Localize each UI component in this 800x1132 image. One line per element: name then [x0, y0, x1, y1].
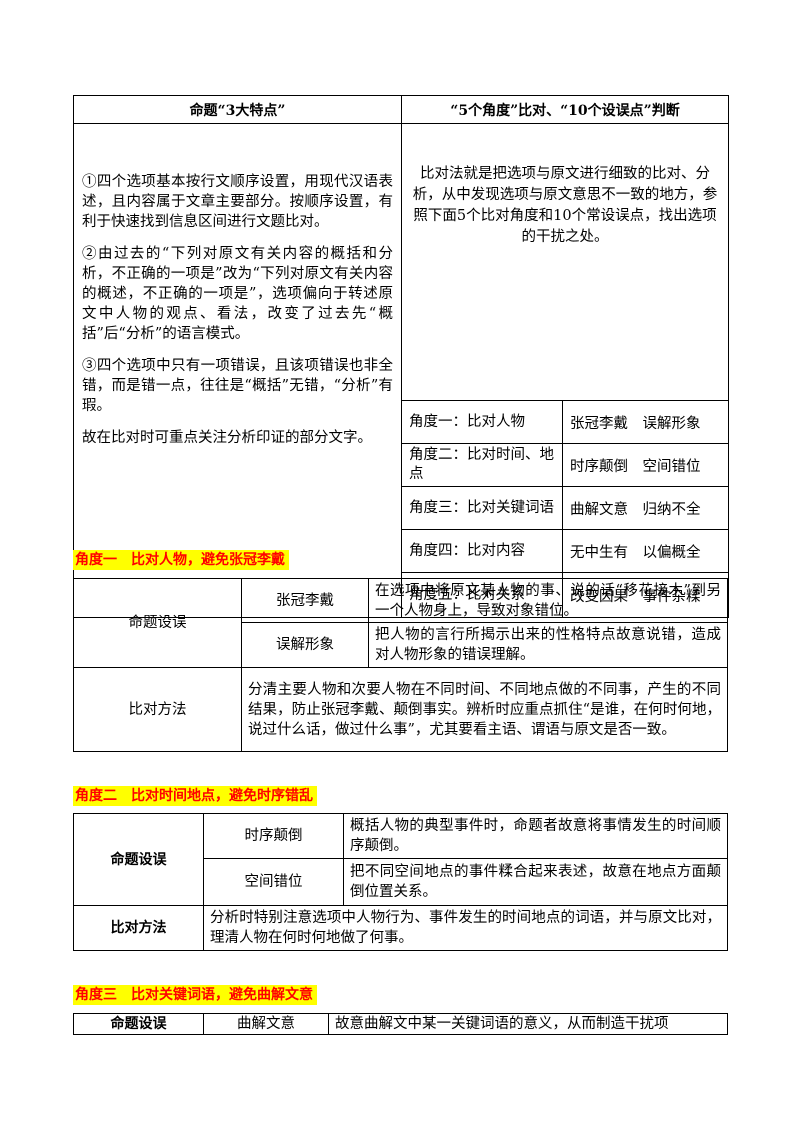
features-cell: ①四个选项基本按行文顺序设置，用现代汉语表述，且内容属于文章主要部分。按顺序设置…: [73, 123, 402, 618]
label-design: 命题设误: [73, 1013, 204, 1035]
label-design: 命题设误: [73, 578, 242, 668]
angle-3-errors: 曲解文意 归纳不全: [562, 486, 729, 530]
error-name: 空间错位: [203, 858, 344, 906]
section-table-2: 命题设误 时序颠倒 概括人物的典型事件时，命题者故意将事情发生的时间顺序颠倒。 …: [73, 813, 728, 951]
section-table-1: 命题设误 张冠李戴 在选项中将原文某人物的事、说的话“移花接木”到另一个人物身上…: [73, 578, 728, 752]
angle-1-errors: 张冠李戴 误解形象: [562, 400, 729, 444]
section-heading-3: 角度三 比对关键词语，避免曲解文意: [73, 985, 317, 1005]
section-heading-2: 角度二 比对时间地点，避免时序错乱: [73, 786, 317, 806]
error-desc: 概括人物的典型事件时，命题者故意将事情发生的时间顺序颠倒。: [343, 813, 728, 859]
feature-conclusion: 故在比对时可重点关注分析印证的部分文字。: [82, 430, 372, 446]
header-angles: “5个角度”比对、“10个设误点”判断: [401, 95, 729, 124]
header-features: 命题“3大特点”: [73, 95, 402, 124]
error-desc: 故意曲解文中某一关键词语的意义，从而制造干扰项: [328, 1013, 728, 1035]
overview-table: 命题“3大特点” “5个角度”比对、“10个设误点”判断 ①四个选项基本按行文顺…: [73, 95, 729, 618]
intro-text: 比对法就是把选项与原文进行细致的比对、分析，从中发现选项与原文意思不一致的地方，…: [401, 123, 729, 401]
feature-2: ②由过去的“下列对原文有关内容的概括和分析，不正确的一项是”改为“下列对原文有关…: [82, 246, 393, 342]
error-name: 时序颠倒: [203, 813, 344, 859]
method-text: 分析时特别注意选项中人物行为、事件发生的时间地点的词语，并与原文比对，理清人物在…: [203, 905, 728, 951]
label-method: 比对方法: [73, 667, 242, 752]
error-desc: 把不同空间地点的事件糅合起来表述，故意在地点方面颠倒位置关系。: [343, 858, 728, 906]
feature-3: ③四个选项中只有一项错误，且该项错误也非全错，而是错一点，往往是“概括”无错，“…: [82, 358, 393, 414]
angle-2-errors: 时序颠倒 空间错位: [562, 443, 729, 487]
error-name: 张冠李戴: [241, 578, 369, 623]
section-heading-1: 角度一 比对人物，避免张冠李戴: [73, 550, 289, 570]
method-text: 分清主要人物和次要人物在不同时间、不同地点做的不同事，产生的不同结果，防止张冠李…: [241, 667, 728, 752]
angle-4-errors: 无中生有 以偏概全: [562, 529, 729, 573]
label-design: 命题设误: [73, 813, 204, 906]
error-desc: 在选项中将原文某人物的事、说的话“移花接木”到另一个人物身上，导致对象错位。: [368, 578, 728, 623]
angle-1: 角度一：比对人物: [401, 400, 563, 444]
angle-4: 角度四：比对内容: [401, 529, 563, 573]
angle-2: 角度二：比对时间、地点: [401, 443, 563, 487]
error-desc: 把人物的言行所揭示出来的性格特点故意说错，造成对人物形象的错误理解。: [368, 622, 728, 668]
error-name: 曲解文意: [203, 1013, 329, 1035]
angle-3: 角度三：比对关键词语: [401, 486, 563, 530]
error-name: 误解形象: [241, 622, 369, 668]
section-table-3: 命题设误 曲解文意 故意曲解文中某一关键词语的意义，从而制造干扰项: [73, 1013, 728, 1035]
label-method: 比对方法: [73, 905, 204, 951]
feature-1: ①四个选项基本按行文顺序设置，用现代汉语表述，且内容属于文章主要部分。按顺序设置…: [82, 174, 393, 230]
